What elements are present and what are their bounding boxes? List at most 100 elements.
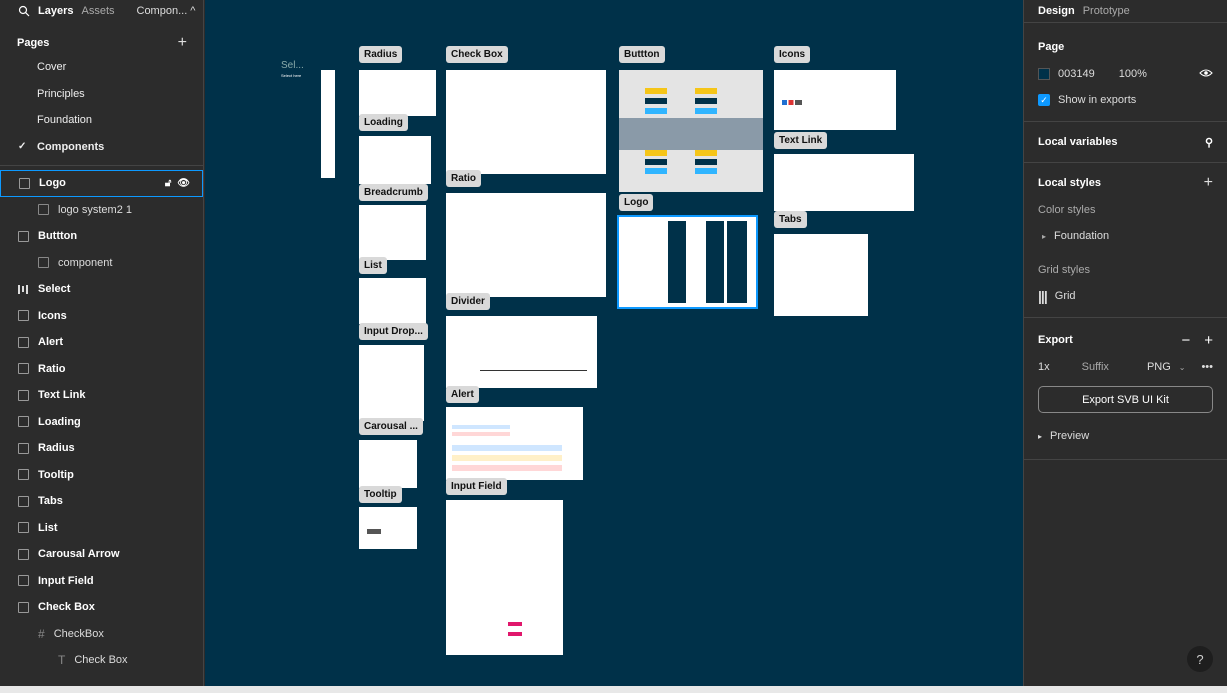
layer-item-select[interactable]: Select bbox=[0, 276, 203, 303]
search-icon[interactable] bbox=[18, 5, 30, 17]
logo-label[interactable]: Logo bbox=[619, 194, 654, 211]
alert-label[interactable]: Alert bbox=[446, 386, 479, 403]
carousal-label[interactable]: Carousal ... bbox=[359, 418, 423, 435]
more-options-icon[interactable]: ••• bbox=[1201, 361, 1213, 373]
layer-item-logo-system[interactable]: logo system2 1 bbox=[0, 197, 203, 224]
grid-style-item[interactable]: ||| Grid bbox=[1038, 283, 1213, 309]
text-link-label[interactable]: Text Link bbox=[774, 132, 828, 149]
remove-export-icon[interactable]: − bbox=[1181, 331, 1191, 349]
tab-layers[interactable]: Layers bbox=[38, 5, 74, 17]
layer-item-buttton[interactable]: Buttton bbox=[0, 223, 203, 250]
tooltip-frame[interactable] bbox=[359, 507, 417, 549]
bottom-strip bbox=[0, 686, 1227, 693]
grid-label: Grid bbox=[1054, 290, 1076, 302]
chevron-down-icon[interactable]: ⌄ bbox=[1178, 362, 1186, 372]
select-frame[interactable] bbox=[321, 70, 335, 178]
layer-item-text-link[interactable]: Text Link bbox=[0, 382, 203, 409]
layer-item-alert[interactable]: Alert bbox=[0, 329, 203, 356]
add-style-icon[interactable]: + bbox=[1203, 174, 1213, 191]
show-in-exports-row[interactable]: ✓ Show in exports bbox=[1038, 87, 1213, 113]
page-color-hex[interactable]: 003149 bbox=[1058, 68, 1095, 80]
layer-item-ratio[interactable]: Ratio bbox=[0, 356, 203, 383]
layer-item-carousal-arrow[interactable]: Carousal Arrow bbox=[0, 541, 203, 568]
button-label[interactable]: Buttton bbox=[619, 46, 665, 63]
page-item-foundation[interactable]: Foundation bbox=[0, 107, 203, 134]
tab-design[interactable]: Design bbox=[1038, 5, 1075, 17]
local-variables-row[interactable]: Local variables ⚲ bbox=[1038, 128, 1213, 156]
carousal-frame[interactable] bbox=[359, 440, 417, 488]
color-swatch[interactable] bbox=[1038, 68, 1050, 80]
add-page-icon[interactable]: + bbox=[177, 34, 187, 51]
list-frame[interactable] bbox=[359, 278, 426, 324]
eye-icon[interactable]: 👁︎ bbox=[177, 177, 190, 189]
export-scale[interactable]: 1x bbox=[1038, 361, 1050, 373]
alert-frame[interactable] bbox=[446, 407, 583, 480]
layer-item-radius[interactable]: Radius bbox=[0, 435, 203, 462]
local-variables-section: Local variables ⚲ bbox=[1024, 122, 1227, 163]
layer-item-icons[interactable]: Icons bbox=[0, 303, 203, 330]
layer-item-component[interactable]: component bbox=[0, 250, 203, 277]
layer-item-checkbox-component[interactable]: #CheckBox bbox=[0, 621, 203, 648]
add-export-icon[interactable]: + bbox=[1204, 331, 1213, 349]
input-field-frame[interactable] bbox=[446, 500, 563, 655]
layer-item-tooltip[interactable]: Tooltip bbox=[0, 462, 203, 489]
tab-prototype[interactable]: Prototype bbox=[1082, 5, 1130, 17]
loading-frame[interactable] bbox=[359, 136, 431, 184]
ratio-frame[interactable] bbox=[446, 193, 606, 297]
layer-item-logo[interactable]: Logo 🔓︎ 👁︎ bbox=[0, 170, 203, 197]
layer-item-tabs[interactable]: Tabs bbox=[0, 488, 203, 515]
logo-frame[interactable] bbox=[617, 215, 758, 309]
layer-item-list[interactable]: List bbox=[0, 515, 203, 542]
input-field-label[interactable]: Input Field bbox=[446, 478, 507, 495]
help-button[interactable]: ? bbox=[1187, 646, 1213, 672]
radius-frame[interactable] bbox=[359, 70, 436, 116]
select-frame-label[interactable]: Sel... bbox=[281, 60, 304, 71]
layer-item-loading[interactable]: Loading bbox=[0, 409, 203, 436]
chevron-right-icon[interactable]: ▸ bbox=[1042, 231, 1047, 241]
icons-label[interactable]: Icons bbox=[774, 46, 811, 63]
breadcrumb-frame[interactable] bbox=[359, 205, 426, 260]
canvas[interactable]: Sel... Select here Radius Loading Breadc… bbox=[205, 0, 1023, 686]
export-suffix-input[interactable]: Suffix bbox=[1081, 361, 1109, 373]
checkbox-frame[interactable] bbox=[446, 70, 606, 174]
show-in-exports-checkbox[interactable]: ✓ bbox=[1038, 94, 1050, 106]
foundation-style-group[interactable]: ▸ Foundation bbox=[1038, 223, 1213, 249]
loading-label[interactable]: Loading bbox=[359, 114, 408, 131]
button-frame[interactable] bbox=[619, 70, 763, 192]
page-item-components[interactable]: ✓Components bbox=[0, 134, 203, 161]
ratio-label[interactable]: Ratio bbox=[446, 170, 481, 187]
text-link-frame[interactable] bbox=[774, 154, 914, 211]
button-sample bbox=[695, 159, 717, 165]
unlock-icon[interactable]: 🔓︎ bbox=[164, 177, 172, 189]
breadcrumb-label[interactable]: Breadcrumb bbox=[359, 184, 428, 201]
icons-frame[interactable] bbox=[774, 70, 896, 130]
layer-item-check-box[interactable]: Check Box bbox=[0, 594, 203, 621]
page-opacity[interactable]: 100% bbox=[1118, 68, 1147, 80]
tab-assets[interactable]: Assets bbox=[81, 5, 115, 17]
preview-toggle[interactable]: ▸ Preview bbox=[1038, 423, 1213, 449]
input-drop-frame[interactable] bbox=[359, 345, 424, 421]
divider-frame[interactable] bbox=[446, 316, 597, 388]
export-button[interactable]: Export SVB UI Kit bbox=[1038, 386, 1213, 413]
divider-label[interactable]: Divider bbox=[446, 293, 490, 310]
input-drop-label[interactable]: Input Drop... bbox=[359, 323, 428, 340]
checkbox-label[interactable]: Check Box bbox=[446, 46, 508, 63]
tabs-label[interactable]: Tabs bbox=[774, 211, 807, 228]
page-fill-row[interactable]: 003149 100% bbox=[1038, 61, 1213, 87]
export-format-select[interactable]: PNG bbox=[1146, 361, 1171, 373]
tabs-frame[interactable] bbox=[774, 234, 868, 316]
tooltip-label[interactable]: Tooltip bbox=[359, 486, 402, 503]
radius-label[interactable]: Radius bbox=[359, 46, 403, 63]
chevron-right-icon[interactable]: ▸ bbox=[1038, 431, 1043, 441]
variables-icon[interactable]: ⚲ bbox=[1204, 136, 1213, 149]
layer-item-input-field[interactable]: Input Field bbox=[0, 568, 203, 595]
page-item-principles[interactable]: Principles bbox=[0, 81, 203, 108]
eye-icon[interactable] bbox=[1199, 68, 1213, 81]
grid-styles-label: Grid styles bbox=[1038, 264, 1090, 276]
page-dropdown[interactable]: Compon... ^ bbox=[136, 5, 196, 17]
page-item-cover[interactable]: Cover bbox=[0, 54, 203, 81]
layer-label: List bbox=[38, 521, 58, 534]
page-section-title: Page bbox=[1038, 33, 1213, 61]
list-label[interactable]: List bbox=[359, 257, 387, 274]
